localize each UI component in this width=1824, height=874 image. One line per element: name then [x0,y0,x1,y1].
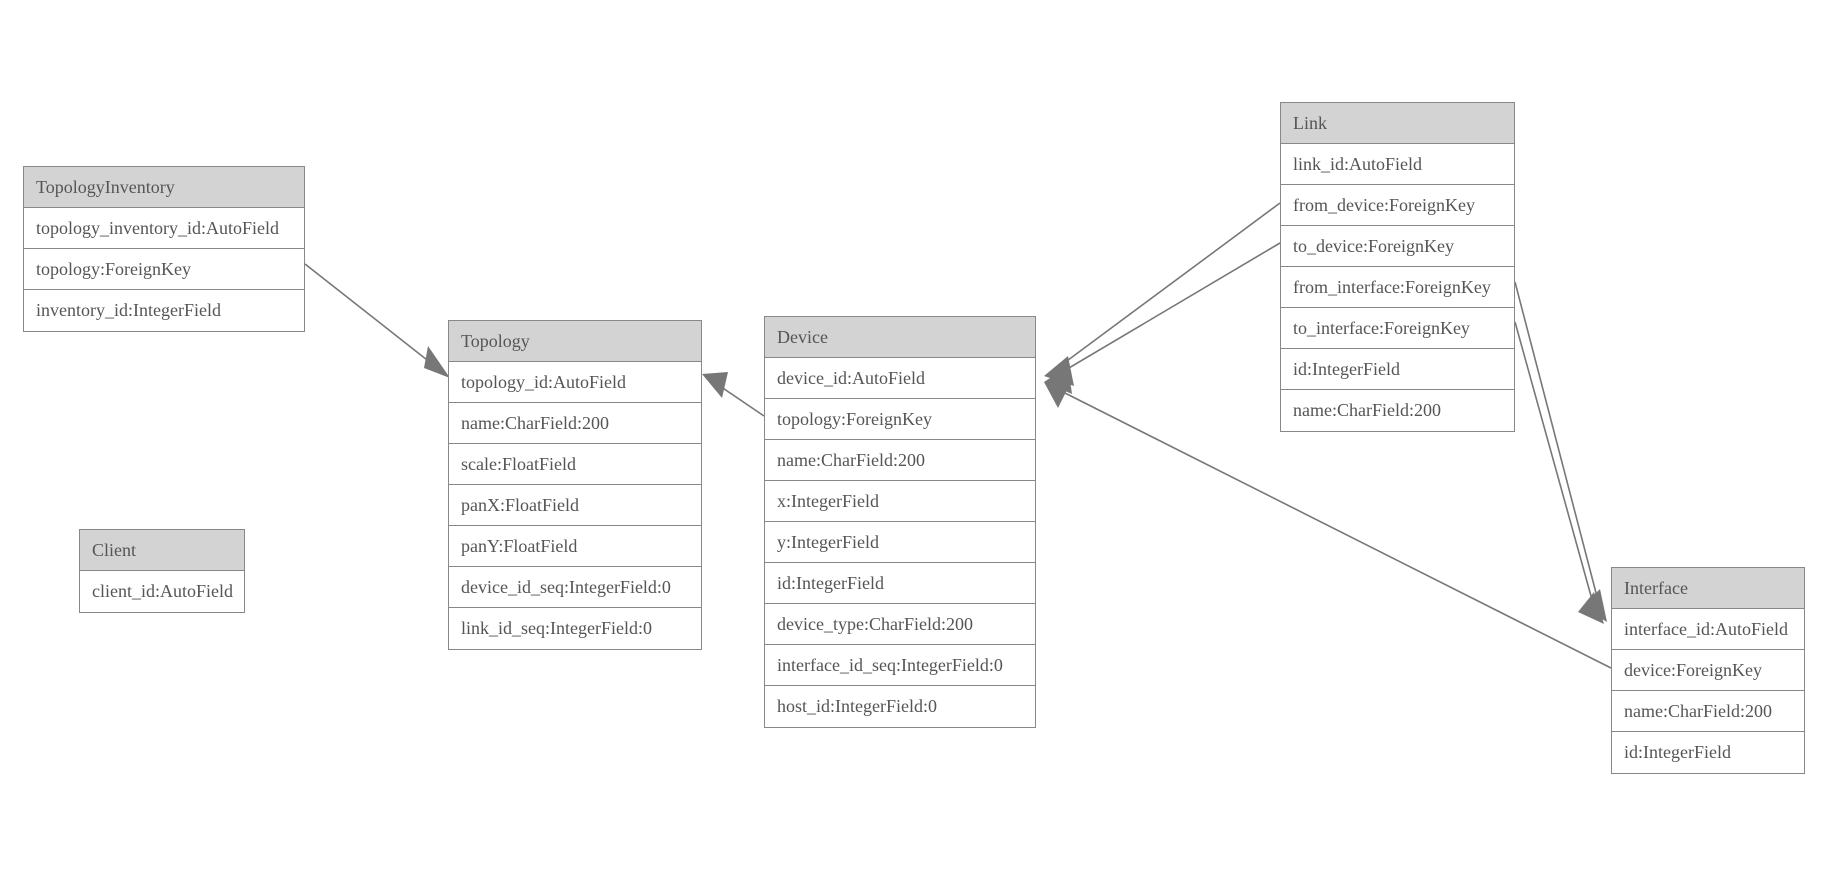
entity-field[interactable]: interface_id_seq:IntegerField:0 [765,645,1035,686]
entity-field[interactable]: id:IntegerField [1612,732,1804,773]
entity-field[interactable]: y:IntegerField [765,522,1035,563]
entity-title-client: Client [80,530,244,571]
entity-field[interactable]: inventory_id:IntegerField [24,290,304,331]
entity-field[interactable]: topology_id:AutoField [449,362,701,403]
entity-field[interactable]: panX:FloatField [449,485,701,526]
entity-field[interactable]: id:IntegerField [1281,349,1514,390]
entity-field[interactable]: x:IntegerField [765,481,1035,522]
entity-field[interactable]: device:ForeignKey [1612,650,1804,691]
entity-field[interactable]: from_device:ForeignKey [1281,185,1514,226]
entity-field[interactable]: id:IntegerField [765,563,1035,604]
entity-field[interactable]: name:CharField:200 [765,440,1035,481]
entity-field[interactable]: topology:ForeignKey [24,249,304,290]
entity-field[interactable]: link_id:AutoField [1281,144,1514,185]
entity-field[interactable]: to_interface:ForeignKey [1281,308,1514,349]
entity-field[interactable]: name:CharField:200 [1281,390,1514,431]
entity-field[interactable]: topology_inventory_id:AutoField [24,208,304,249]
entity-field[interactable]: link_id_seq:IntegerField:0 [449,608,701,649]
entity-field[interactable]: name:CharField:200 [1612,691,1804,732]
entity-title-device: Device [765,317,1035,358]
entity-field[interactable]: topology:ForeignKey [765,399,1035,440]
entity-field[interactable]: interface_id:AutoField [1612,609,1804,650]
relation-topologyinventory-topology [304,263,451,379]
entity-field[interactable]: name:CharField:200 [449,403,701,444]
relation-link-to-device [1044,242,1281,394]
relation-link-from-device [1044,202,1281,386]
entity-field[interactable]: panY:FloatField [449,526,701,567]
relation-link-from-interface [1514,281,1607,622]
entity-field[interactable]: host_id:IntegerField:0 [765,686,1035,727]
relation-device-topology [702,372,765,417]
entity-field[interactable]: to_device:ForeignKey [1281,226,1514,267]
entity-field[interactable]: scale:FloatField [449,444,701,485]
entity-field[interactable]: device_type:CharField:200 [765,604,1035,645]
relation-link-to-interface [1514,321,1604,624]
entity-field[interactable]: client_id:AutoField [80,571,244,612]
entity-title-topology_inventory: TopologyInventory [24,167,304,208]
entity-title-link: Link [1281,103,1514,144]
entity-title-interface: Interface [1612,568,1804,609]
entity-field[interactable]: device_id_seq:IntegerField:0 [449,567,701,608]
entity-field[interactable]: device_id:AutoField [765,358,1035,399]
entity-title-topology: Topology [449,321,701,362]
entity-field[interactable]: from_interface:ForeignKey [1281,267,1514,308]
